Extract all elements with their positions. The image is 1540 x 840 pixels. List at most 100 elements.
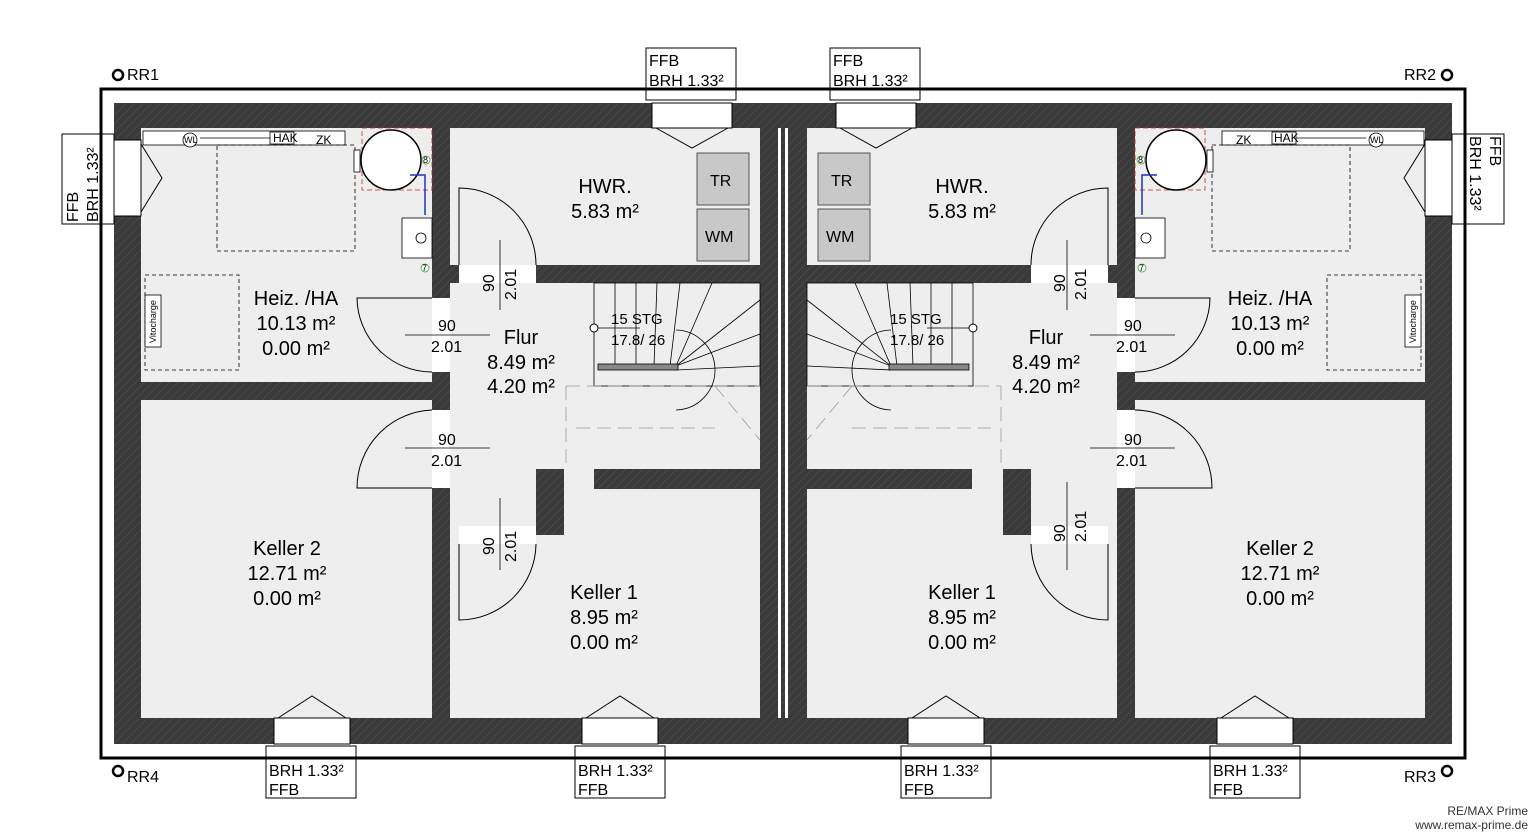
dim-heiz-right-w: 90 (1124, 318, 1142, 335)
plot-boundary (99, 87, 1467, 760)
hwr-left-name: HWR. (578, 176, 631, 198)
keller2-left-area: 12.71 m² (248, 563, 327, 585)
dim-keller1-right-h: 2.01 (1073, 511, 1090, 542)
window-right-ffb: FFB (1486, 136, 1503, 166)
dryer-left-label: TR (710, 173, 731, 190)
hwr-left-area: 5.83 m² (571, 201, 639, 223)
dim-heiz-left-w: 90 (438, 318, 456, 335)
window-top-left-ffb: FFB (649, 53, 679, 70)
window-left (113, 139, 142, 217)
vitocharge-right-label: Vitocharge (1408, 300, 1418, 343)
window-top-right-brh: BRH 1.33² (833, 73, 908, 90)
keller1-left-area2: 0.00 m² (570, 632, 638, 654)
room-labels-left: HWR. 5.83 m² Heiz. /HA 10.13 m² 0.00 m² … (248, 176, 640, 654)
flur-right-area2: 4.20 m² (1012, 376, 1080, 398)
window-bottom-1-brh: BRH 1.33² (269, 763, 344, 780)
window-bottom-2-ffb: FFB (578, 782, 608, 799)
window-bottom-3 (907, 717, 985, 745)
flur-right-name: Flur (1029, 327, 1064, 349)
washer-right-label: WM (826, 229, 854, 246)
floor-keller2-right (1135, 400, 1425, 718)
window-top-left (651, 102, 733, 129)
watermark-line2: www.remax-prime.de (1415, 818, 1528, 832)
rr1-marker (111, 68, 125, 82)
stair-left-start (589, 323, 599, 333)
marker-8-left: 8 (423, 155, 428, 165)
wl-right-label: WL (1370, 135, 1384, 145)
heating-equipment-left (142, 127, 433, 371)
dim-hwr-left-h: 2.01 (503, 269, 520, 300)
room-floors (141, 128, 1425, 718)
appliances (696, 152, 871, 262)
rr4-marker (111, 764, 125, 778)
dim-keller2-left-h: 2.01 (431, 453, 462, 470)
heiz-right-area2: 0.00 m² (1236, 338, 1304, 360)
hak-right-label: HAK (1274, 131, 1299, 145)
washer-left (696, 208, 750, 262)
washer-right (817, 208, 871, 262)
zk-right-label: ZK (1236, 133, 1251, 147)
heiz-left-area: 10.13 m² (257, 313, 336, 335)
floor-stair-left (564, 283, 760, 469)
marker-8-right: 8 (1138, 155, 1143, 165)
window-label-boxes (61, 47, 1505, 799)
stair-left-steps: 15 STG (611, 311, 663, 328)
dim-keller2-right-w: 90 (1124, 432, 1142, 449)
hwr-right-area: 5.83 m² (928, 201, 996, 223)
heating-equipment-right (1134, 127, 1425, 371)
wl-left-label: WL (184, 135, 198, 145)
window-bottom-1-ffb: FFB (269, 782, 299, 799)
vitocharge-left-label: Vitocharge (148, 300, 158, 343)
marker-7-right: 7 (1139, 263, 1144, 273)
window-bottom-4 (1216, 717, 1294, 745)
heiz-right-area: 10.13 m² (1231, 313, 1310, 335)
watermark: RE/MAX Prime www.remax-prime.de (1415, 804, 1528, 832)
flur-left-area: 8.49 m² (487, 352, 555, 374)
dim-hwr-left-w: 90 (481, 274, 498, 292)
hak-left-label: HAK (273, 131, 298, 145)
dryer-right-label: TR (831, 173, 852, 190)
rr3-label: RR3 (1404, 769, 1436, 786)
window-bottom-2 (581, 717, 659, 745)
window-top-left-brh: BRH 1.33² (649, 73, 724, 90)
window-bottom-4-ffb: FFB (1213, 782, 1243, 799)
door-openings (432, 265, 1135, 544)
dim-heiz-left-h: 2.01 (431, 339, 462, 356)
window-bottom-1 (273, 717, 351, 745)
stair-left-ratio: 17.8/ 26 (611, 332, 665, 349)
window-bottom-2-brh: BRH 1.33² (578, 763, 653, 780)
door-swings (356, 187, 1213, 621)
stair-right-start (968, 323, 978, 333)
keller1-right-area2: 0.00 m² (928, 632, 996, 654)
keller2-right-area: 12.71 m² (1241, 563, 1320, 585)
flur-left-area2: 4.20 m² (487, 376, 555, 398)
flur-left-name: Flur (504, 327, 539, 349)
marker-7-left: 7 (422, 263, 427, 273)
dim-keller2-left-w: 90 (438, 432, 456, 449)
keller2-right-area2: 0.00 m² (1246, 588, 1314, 610)
stair-right (806, 282, 1002, 469)
dryer-left (696, 152, 750, 206)
dim-keller1-left-w: 90 (481, 537, 498, 555)
rr4-label: RR4 (127, 769, 159, 786)
window-left-brh: BRH 1.33² (85, 147, 102, 222)
window-right-brh: BRH 1.33² (1466, 136, 1483, 211)
dim-lines (405, 240, 1175, 570)
floor-keller2-left (141, 400, 432, 718)
flur-right-area: 8.49 m² (1012, 352, 1080, 374)
keller2-right-name: Keller 2 (1246, 538, 1314, 560)
window-bottom-3-ffb: FFB (904, 782, 934, 799)
washer-left-label: WM (705, 229, 733, 246)
keller1-right-name: Keller 1 (928, 582, 996, 604)
keller1-right-area: 8.95 m² (928, 607, 996, 629)
dryer-right (817, 152, 871, 206)
inner-walls (536, 128, 1031, 718)
dim-hwr-right-w: 90 (1052, 274, 1069, 292)
room-labels-right: HWR. 5.83 m² Heiz. /HA 10.13 m² 0.00 m² … (928, 176, 1320, 654)
window-left-ffb: FFB (65, 192, 82, 222)
window-top-right (835, 102, 917, 129)
window-right (1424, 139, 1453, 217)
windows (113, 102, 1453, 745)
heiz-left-area2: 0.00 m² (262, 338, 330, 360)
